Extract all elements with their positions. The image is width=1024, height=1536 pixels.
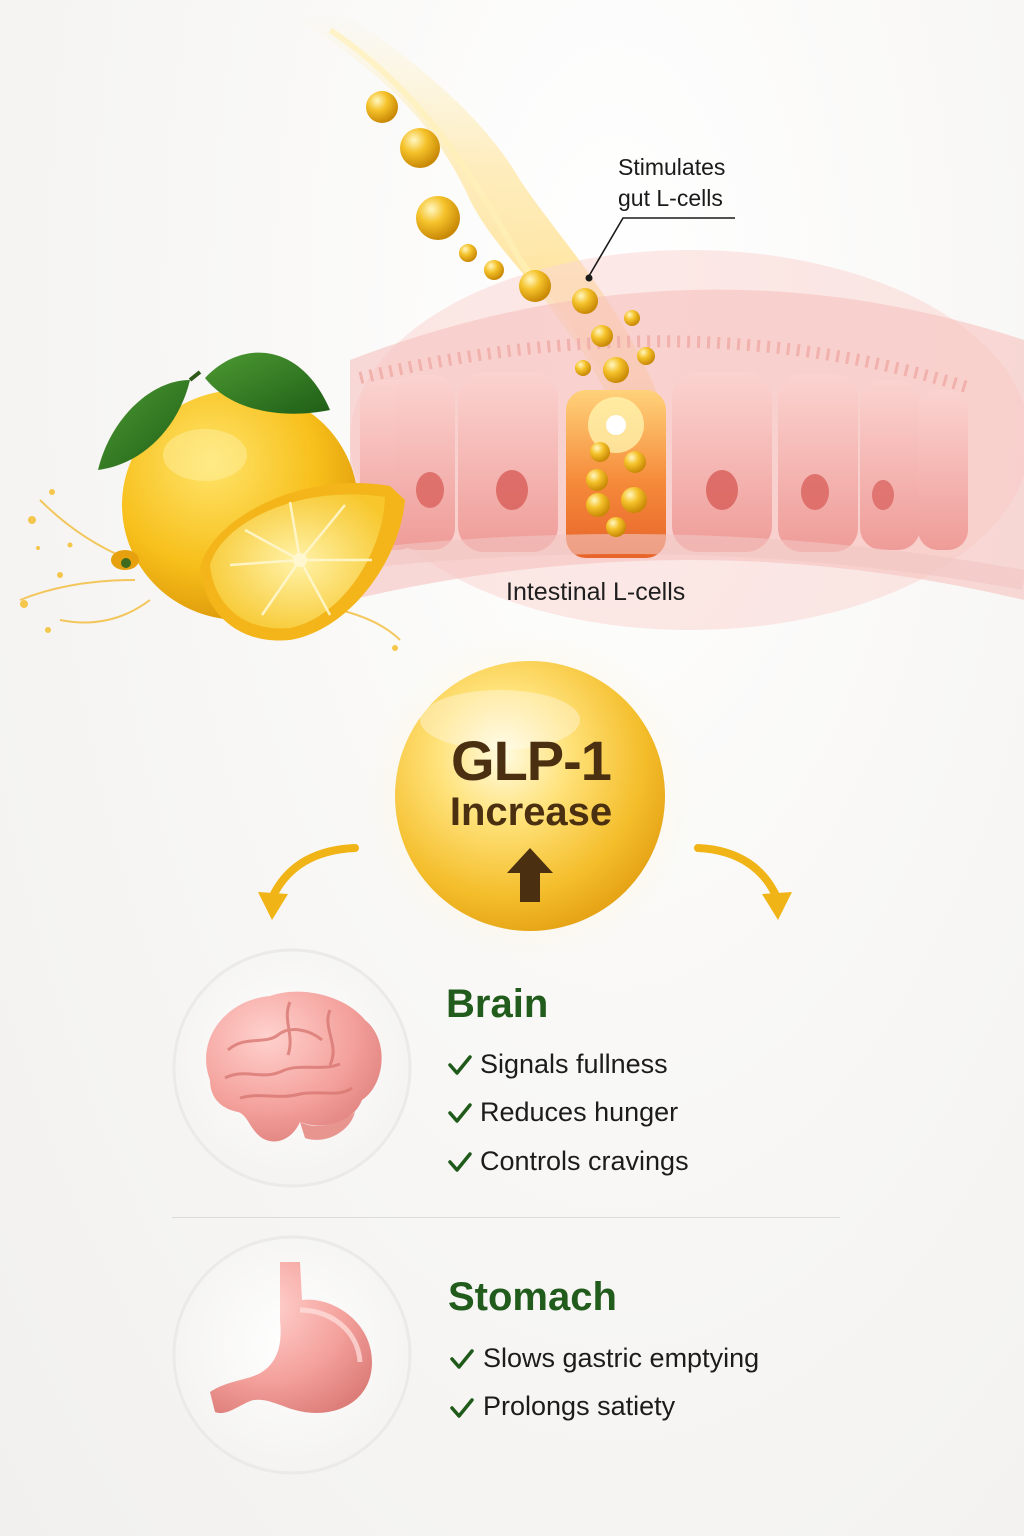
- callout-line-2: gut L-cells: [618, 185, 723, 211]
- glp1-orb: [360, 626, 700, 966]
- intestinal-tissue: [348, 250, 1024, 630]
- hormone-title: GLP-1: [451, 729, 612, 792]
- benefit-slows-gastric-emptying: Slows gastric emptying: [483, 1342, 760, 1373]
- benefit-reduces-hunger: Reduces hunger: [480, 1097, 679, 1128]
- brain-benefits-list: Signals fullness Reduces hunger Controls…: [480, 1040, 689, 1186]
- golden-beads: [366, 91, 655, 537]
- stomach-check-marks: [450, 1349, 474, 1418]
- section-divider: [172, 1217, 840, 1218]
- benefit-signals-fullness: Signals fullness: [480, 1048, 668, 1079]
- intestinal-cells-label: Intestinal L-cells: [506, 578, 686, 606]
- brain-heading: Brain: [446, 982, 549, 1026]
- callout-leader: [585, 217, 735, 282]
- callout-label: Stimulates gut L-cells: [618, 152, 725, 214]
- brain-icon: [206, 991, 382, 1142]
- hormone-subtitle: Increase: [449, 790, 613, 834]
- stomach-benefits-list: Slows gastric emptying Prolongs satiety: [483, 1334, 759, 1431]
- callout-line-1: Stimulates: [618, 154, 726, 180]
- lemon-illustration: [19, 352, 405, 651]
- up-arrow-icon: [507, 848, 553, 902]
- benefit-prolongs-satiety: Prolongs satiety: [483, 1391, 676, 1422]
- brain-check-marks: [448, 1055, 472, 1172]
- stomach-icon: [210, 1262, 372, 1414]
- left-curved-arrow: [258, 844, 359, 920]
- right-curved-arrow: [694, 844, 792, 920]
- benefit-controls-cravings: Controls cravings: [480, 1145, 689, 1176]
- stomach-heading: Stomach: [448, 1275, 617, 1319]
